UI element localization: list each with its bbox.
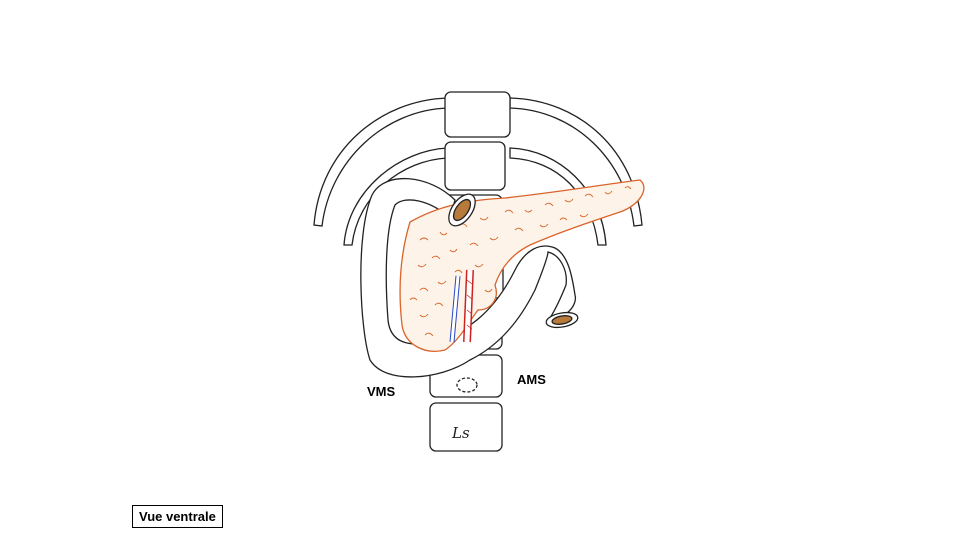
vms-label: VMS	[367, 384, 396, 399]
mesenteric-vessels	[449, 269, 474, 343]
duodenum-cut-ends	[448, 193, 579, 329]
vertebra-label: Ls	[452, 424, 470, 442]
view-caption: Vue ventrale	[132, 505, 223, 528]
vertebral-foramen	[456, 377, 478, 393]
ams-label: AMS	[517, 372, 546, 387]
ribs	[313, 97, 643, 246]
